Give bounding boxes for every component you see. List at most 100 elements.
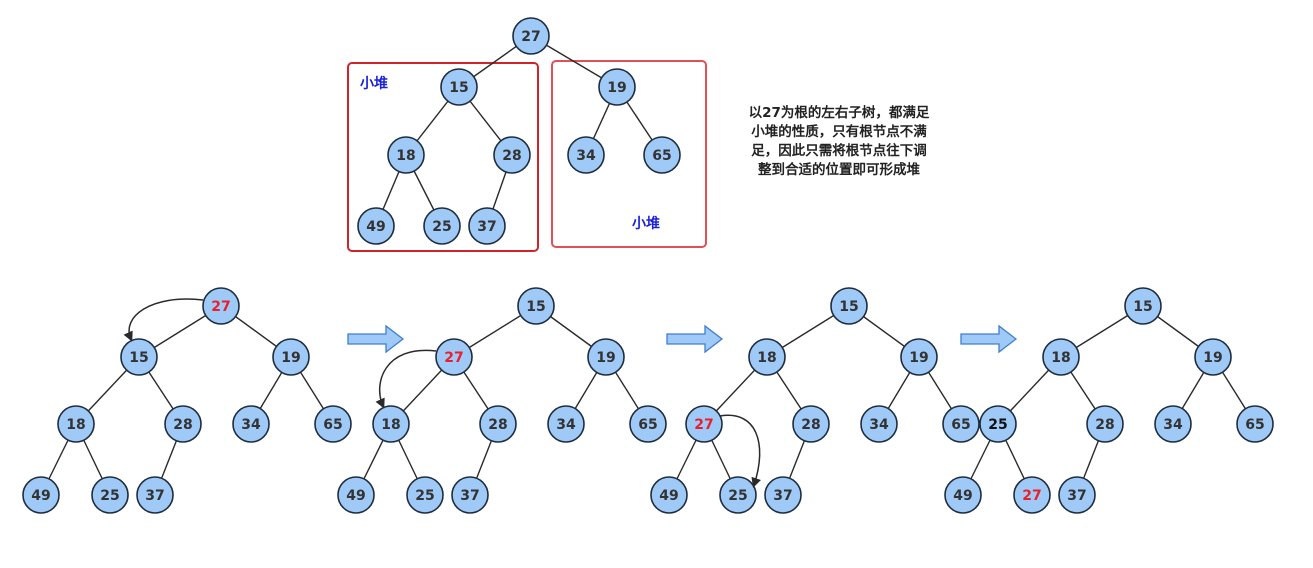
- step-tree-1-node: 15: [120, 338, 158, 376]
- node-value: 28: [488, 417, 507, 433]
- node-circle: [314, 405, 352, 443]
- top-tree-node: 25: [423, 207, 461, 245]
- top-tree-node: 37: [468, 207, 506, 245]
- node-circle: [120, 338, 158, 376]
- step-tree-1-node: 49: [22, 476, 60, 514]
- node-circle: [517, 287, 555, 325]
- node-value: 18: [757, 350, 776, 366]
- node-value: 37: [773, 488, 792, 504]
- node-circle: [830, 287, 868, 325]
- node-value: 49: [953, 488, 972, 504]
- node-value: 18: [66, 417, 85, 433]
- note-line-2: 小堆的性质，只有根节点不满: [751, 124, 927, 140]
- node-circle: [91, 476, 129, 514]
- note-line-1: 以27为根的左右子树，都满足: [748, 105, 930, 121]
- node-circle: [1086, 405, 1124, 443]
- node-circle: [643, 136, 681, 174]
- left-box-label: 小堆: [360, 75, 388, 92]
- node-value: 37: [477, 219, 496, 235]
- top-tree-node: 19: [598, 68, 636, 106]
- step-tree-3-node: 15: [830, 287, 868, 325]
- node-value: 49: [31, 488, 50, 504]
- step-tree-3-node: 27: [685, 405, 723, 443]
- node-circle: [764, 476, 802, 514]
- node-circle: [598, 68, 636, 106]
- step-tree-1-node: 19: [272, 338, 310, 376]
- node-circle: [719, 476, 757, 514]
- node-circle: [272, 338, 310, 376]
- node-value: 27: [1022, 488, 1041, 504]
- top-tree-node: 28: [493, 136, 531, 174]
- step-tree-4-node: 27: [1013, 476, 1051, 514]
- node-circle: [479, 405, 517, 443]
- step-tree-2-node: 34: [547, 405, 585, 443]
- swap-arrow-icon: [719, 414, 761, 488]
- step-tree-4-node: 28: [1086, 405, 1124, 443]
- step-tree-2-node: 49: [337, 476, 375, 514]
- step-tree-2-node: 37: [451, 476, 489, 514]
- node-value: 27: [521, 29, 540, 45]
- step-tree-4-node: 15: [1124, 287, 1162, 325]
- node-value: 15: [526, 299, 545, 315]
- top-tree-node: 18: [387, 136, 425, 174]
- step-tree-1-node: 18: [57, 405, 95, 443]
- step-tree-3-node: 34: [860, 405, 898, 443]
- explanation-note: 以27为根的左右子树，都满足 小堆的性质，只有根节点不满 足，因此只需将根节点往…: [726, 104, 952, 180]
- node-circle: [587, 338, 625, 376]
- node-circle: [547, 405, 585, 443]
- node-circle: [136, 476, 174, 514]
- node-circle: [650, 476, 688, 514]
- node-circle: [451, 476, 489, 514]
- node-value: 34: [1163, 417, 1183, 433]
- step-tree-4-node: 49: [944, 476, 982, 514]
- node-circle: [22, 476, 60, 514]
- right-arrow-icon: [347, 324, 405, 354]
- step-tree-1-node: 27: [202, 287, 240, 325]
- swap-arrow-icon: [123, 298, 204, 342]
- node-value: 49: [659, 488, 678, 504]
- top-tree-node: 49: [357, 207, 395, 245]
- node-value: 19: [281, 350, 300, 366]
- node-circle: [1194, 338, 1232, 376]
- node-circle: [1058, 476, 1096, 514]
- step-tree-2-node: 15: [517, 287, 555, 325]
- node-value: 34: [241, 417, 261, 433]
- node-circle: [792, 405, 830, 443]
- node-circle: [372, 405, 410, 443]
- node-value: 27: [694, 417, 713, 433]
- step-tree-4-node: 19: [1194, 338, 1232, 376]
- node-circle: [232, 405, 270, 443]
- node-circle: [57, 405, 95, 443]
- node-value: 28: [502, 148, 521, 164]
- step-tree-3-node: 28: [792, 405, 830, 443]
- node-value: 65: [951, 417, 970, 433]
- node-circle: [1013, 476, 1051, 514]
- step-tree-3-node: 19: [900, 338, 938, 376]
- right-arrow-icon: [960, 324, 1018, 354]
- step-tree-1-node: 25: [91, 476, 129, 514]
- top-tree-node: 34: [567, 136, 605, 174]
- step-tree-3-node: 49: [650, 476, 688, 514]
- node-value: 28: [1095, 417, 1114, 433]
- node-circle: [202, 287, 240, 325]
- right-box-label: 小堆: [632, 215, 660, 232]
- step-tree-2-node: 19: [587, 338, 625, 376]
- node-circle: [468, 207, 506, 245]
- node-circle: [423, 207, 461, 245]
- node-value: 27: [444, 350, 463, 366]
- node-value: 37: [1067, 488, 1086, 504]
- node-value: 34: [556, 417, 576, 433]
- node-circle: [357, 207, 395, 245]
- node-value: 34: [869, 417, 889, 433]
- node-value: 37: [460, 488, 479, 504]
- node-circle: [944, 476, 982, 514]
- step-arrows: [347, 324, 1018, 354]
- step-tree-2-node: 27: [435, 338, 473, 376]
- left-subtree-box: [347, 62, 539, 252]
